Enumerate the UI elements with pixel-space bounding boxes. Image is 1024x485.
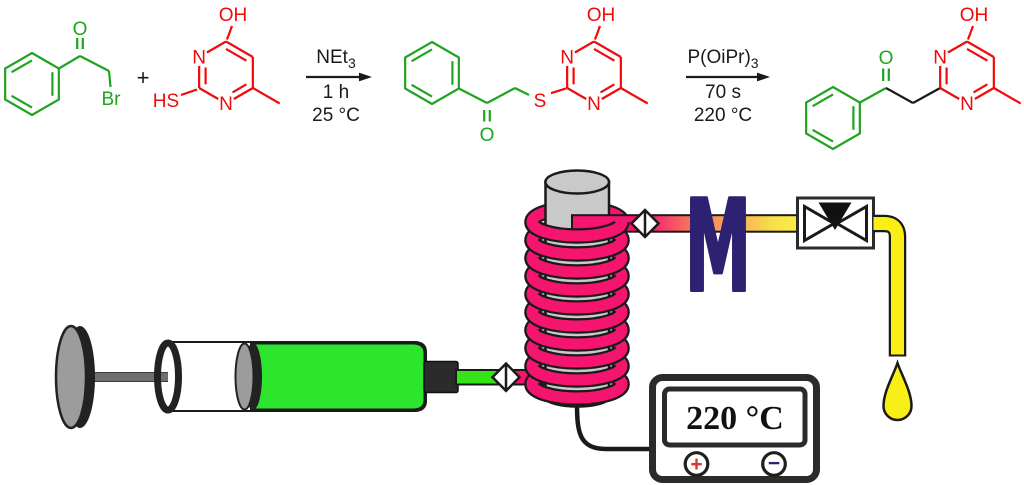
atom-label-sulfur: S	[534, 91, 547, 112]
bond	[859, 87, 887, 104]
atom-label-oh: OH	[960, 5, 989, 26]
product-droplet	[882, 359, 913, 422]
plus-button	[683, 451, 710, 477]
carbonyl-double-bond	[76, 38, 84, 49]
temperature-label: 25 °C	[312, 105, 360, 126]
valve-actuator-triangle	[818, 202, 852, 230]
reaction-arrow-1: NEt3 1 h 25 °C	[306, 47, 372, 126]
bond	[107, 70, 112, 88]
minus-icon: −	[768, 452, 780, 475]
temperature-readout: 220 °C	[686, 400, 784, 437]
bond	[486, 87, 516, 104]
reactant1-structure: O Br	[4, 19, 122, 117]
reagent-label: NEt3	[316, 47, 356, 71]
valve-icon	[796, 196, 875, 250]
product-structure: O OH N N	[805, 5, 1022, 151]
syringe-nozzle	[423, 360, 459, 394]
outlet-tube-yellow	[873, 214, 907, 357]
arrow-head	[757, 72, 770, 82]
reaction-arrow-2: P(OiPr)3 70 s 220 °C	[686, 47, 770, 126]
benzene-ring	[4, 51, 60, 117]
bond	[58, 55, 81, 70]
tube-connector-inlet	[490, 361, 522, 393]
heating-coil-front	[524, 219, 630, 406]
benzene-ring	[404, 40, 460, 106]
pyrimidine-ring	[939, 24, 1022, 105]
valve-bowtie-left	[803, 203, 838, 244]
syringe	[54, 324, 459, 430]
arrow-head	[359, 72, 372, 82]
plunger-thumb-disc	[54, 324, 95, 430]
temperature-label: 220 °C	[694, 105, 752, 126]
atom-label-oh: OH	[219, 5, 248, 26]
mixer-symbol: M	[685, 173, 751, 320]
intermediate-structure: O S OH N N	[404, 5, 649, 146]
coil-reactor	[524, 169, 799, 408]
atom-label-n-top: N	[933, 48, 947, 69]
column-top-cap	[544, 169, 611, 195]
atom-label-n-bottom: N	[219, 94, 233, 115]
bond-ch2-s	[514, 87, 530, 96]
minus-button	[761, 451, 787, 477]
reactant2-structure: HS OH N N	[153, 5, 281, 115]
atom-label-oxygen: O	[480, 125, 495, 146]
bond-s-c2	[180, 88, 198, 97]
atom-label-oxygen: O	[73, 19, 88, 40]
tube-connector-outlet	[629, 208, 661, 239]
plus-sign: +	[137, 65, 150, 90]
atom-label-n-bottom: N	[587, 94, 601, 115]
atom-label-n-top: N	[560, 48, 574, 69]
temperature-controller: 220 °C + −	[649, 374, 820, 483]
atom-label-bromine: Br	[102, 89, 122, 110]
atom-label-hs: HS	[153, 91, 179, 112]
bond	[79, 55, 110, 72]
bond-s-c2	[550, 87, 567, 95]
pyrimidine-ring	[566, 24, 649, 105]
atom-label-n-bottom: N	[960, 94, 974, 115]
atom-label-oh: OH	[587, 5, 616, 26]
bond	[912, 87, 941, 104]
barrel-flange-ring	[154, 339, 182, 414]
time-label: 70 s	[705, 82, 741, 103]
controller-display	[662, 386, 808, 448]
plunger-piston	[234, 342, 262, 411]
reagent-label: P(OiPr)3	[687, 47, 758, 71]
carbonyl-double-bond	[483, 110, 491, 122]
valve-bowtie-right	[833, 203, 868, 244]
atom-label-oxygen: O	[879, 48, 894, 69]
time-label: 1 h	[323, 82, 349, 103]
pyrimidine-ring	[198, 24, 281, 105]
reagent-liquid	[250, 342, 426, 411]
carbonyl-double-bond	[882, 68, 890, 81]
atom-label-n-top: N	[192, 48, 206, 69]
bond	[885, 87, 914, 104]
bond	[458, 87, 488, 104]
plus-icon: +	[690, 453, 702, 476]
benzene-ring	[805, 85, 861, 151]
